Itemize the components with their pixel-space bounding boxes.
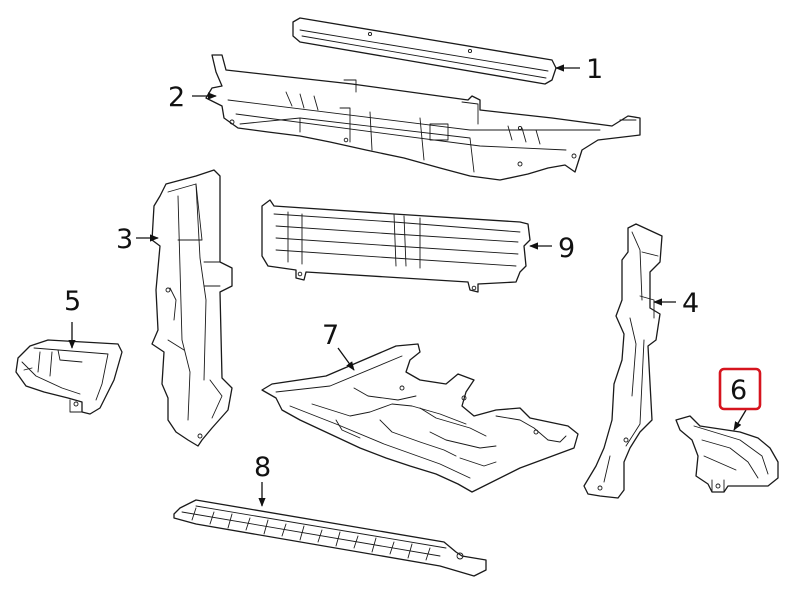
part-7-lower-splash-shield[interactable]: [261, 343, 579, 493]
callout-9[interactable]: 9: [558, 233, 575, 264]
part-5-left-air-duct[interactable]: [15, 339, 123, 415]
callout-3[interactable]: 3: [116, 224, 133, 255]
part-8-lower-deflector[interactable]: [173, 499, 487, 577]
part-6-right-air-duct[interactable]: [675, 415, 779, 493]
callout-7[interactable]: 7: [322, 320, 339, 351]
part-1-upper-seal[interactable]: [292, 17, 557, 85]
leader-7: [337, 347, 355, 371]
highlight-box: [718, 367, 762, 411]
part-2-upper-air-guide[interactable]: [205, 54, 641, 181]
callout-2[interactable]: 2: [168, 82, 185, 113]
callout-labels: 1 2 3 4 5 6 7 8 9: [64, 54, 747, 483]
callout-4[interactable]: 4: [682, 288, 699, 319]
leader-6: [733, 409, 747, 431]
part-3-left-air-guide[interactable]: [151, 169, 233, 447]
callout-5[interactable]: 5: [64, 286, 81, 317]
callout-6[interactable]: 6: [730, 375, 747, 406]
leader-lines: [68, 64, 747, 507]
callout-8[interactable]: 8: [254, 452, 271, 483]
part-4-right-air-guide[interactable]: [583, 223, 663, 499]
callout-1[interactable]: 1: [586, 54, 603, 85]
part-9-grille-shutter[interactable]: [261, 199, 531, 293]
